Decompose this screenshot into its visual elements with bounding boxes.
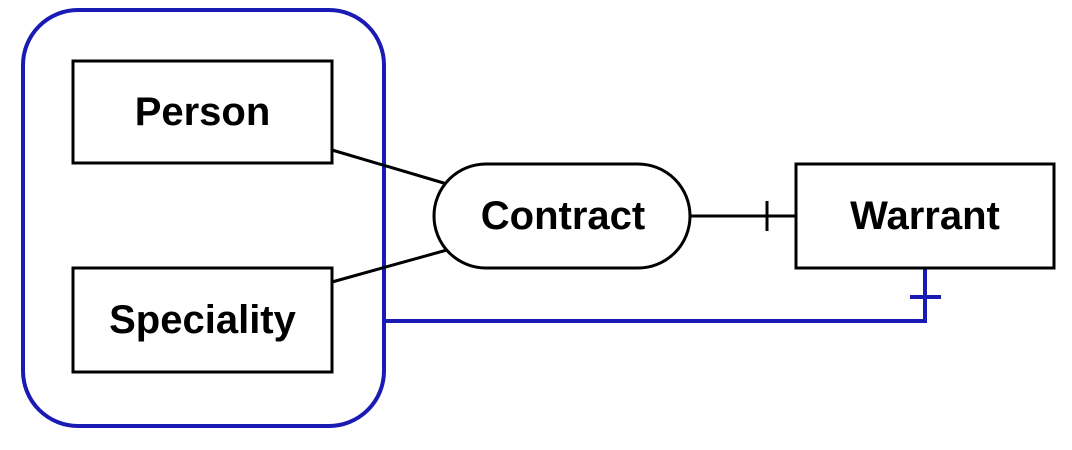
entity-speciality[interactable]: Speciality bbox=[71, 266, 334, 374]
entity-person-label: Person bbox=[135, 90, 271, 134]
entity-speciality-box bbox=[71, 266, 334, 374]
relationship-contract-label: Contract bbox=[481, 194, 645, 238]
relationship-contract[interactable]: Contract bbox=[432, 162, 692, 270]
connector-group-warrant bbox=[384, 268, 927, 323]
aggregation-group-box bbox=[21, 8, 386, 428]
connector-person-contract bbox=[331, 148, 448, 186]
entity-warrant-label: Warrant bbox=[850, 194, 1000, 238]
relationship-contract-shape bbox=[432, 162, 692, 270]
entity-person[interactable]: Person bbox=[71, 59, 334, 165]
connector-speciality-contract bbox=[331, 248, 448, 284]
entity-speciality-label: Speciality bbox=[109, 298, 297, 342]
entity-warrant[interactable]: Warrant bbox=[794, 162, 1056, 270]
entity-person-box bbox=[71, 59, 334, 165]
entity-warrant-box bbox=[794, 162, 1056, 270]
